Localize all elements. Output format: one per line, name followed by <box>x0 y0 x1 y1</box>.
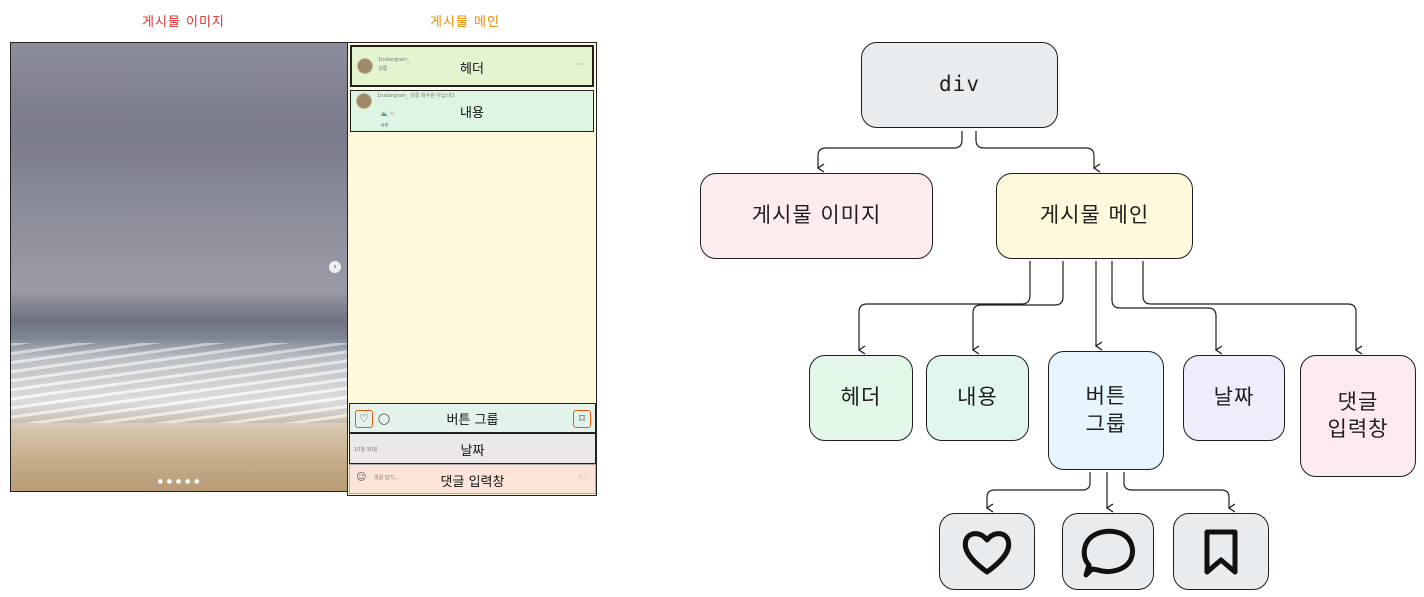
node-post-main: 게시물 메인 <box>996 173 1193 259</box>
edge-main-content <box>971 261 1064 355</box>
post-main-caption: 게시물 메인 <box>430 15 500 30</box>
node-header: 헤더 <box>809 355 913 441</box>
more-options-icon[interactable]: ··· <box>576 60 584 69</box>
bookmark-icon <box>1204 529 1238 574</box>
edge-main-header <box>857 261 1031 355</box>
post-content: 1nstargram_ 강릉 회수원 아닙니다 🏊 🐚 4주 내용 <box>350 90 594 132</box>
edge-buttons-heart <box>985 472 1091 513</box>
edge-root-image <box>816 131 963 173</box>
comment-input[interactable]: ☺ 댓글 달기... 댓글 입력창 게시 <box>349 464 596 494</box>
heart-icon <box>962 530 1012 574</box>
date-small: 10월 30일 <box>354 447 378 453</box>
avatar[interactable] <box>357 58 373 74</box>
post-date: 10월 30일 날짜 <box>349 433 596 464</box>
edge-buttons-bookmark <box>1123 472 1236 513</box>
comment-bubble-icon[interactable]: ◯ <box>377 412 391 425</box>
post-header: 1nstargram_ 강릉 헤더 ··· <box>350 45 594 87</box>
content-text: 1nstargram_ 강릉 회수원 아닙니다 <box>377 93 455 99</box>
edge-main-date <box>1111 261 1223 355</box>
node-date: 날짜 <box>1183 355 1285 441</box>
header-username[interactable]: 1nstargram_ <box>378 57 410 63</box>
comment-post-button[interactable]: 게시 <box>577 475 587 481</box>
next-image-button[interactable]: › <box>329 261 341 273</box>
bookmark-icon[interactable]: ⌑ <box>573 410 591 428</box>
node-heart <box>939 513 1035 590</box>
content-label: 내용 <box>460 106 484 121</box>
post-image: › ● ● ● ● ● <box>10 42 348 492</box>
edge-main-comment <box>1142 261 1363 355</box>
avatar[interactable] <box>356 93 372 109</box>
edge-root-main <box>975 131 1101 173</box>
comment-bubble-icon <box>1081 528 1136 577</box>
node-post-image: 게시물 이미지 <box>700 173 933 259</box>
sea-waves <box>11 343 347 423</box>
comment-placeholder: 댓글 달기... <box>374 475 399 481</box>
content-meta: 🏊 🐚 <box>381 111 396 117</box>
post-image-caption: 게시물 이미지 <box>142 15 225 30</box>
emoji-icon[interactable]: ☺ <box>356 472 367 483</box>
node-bookmark <box>1173 513 1269 590</box>
heart-icon[interactable]: ♡ <box>355 410 373 428</box>
node-comment-input: 댓글 입력창 <box>1300 355 1416 477</box>
image-pagination-dots: ● ● ● ● ● <box>157 478 201 485</box>
button-group: ♡ ◯ 버튼 그룹 ⌑ <box>349 403 596 433</box>
header-location[interactable]: 강릉 <box>378 66 388 72</box>
comment-label: 댓글 입력창 <box>440 475 505 490</box>
node-button-group: 버튼 그룹 <box>1048 351 1164 470</box>
button-group-label: 버튼 그룹 <box>446 413 499 428</box>
post-main: 1nstargram_ 강릉 헤더 ··· 1nstargram_ 강릉 회수원… <box>347 42 597 496</box>
content-time: 4주 <box>381 123 389 129</box>
node-comment-bubble <box>1062 513 1154 590</box>
node-content: 내용 <box>926 355 1029 441</box>
date-label: 날짜 <box>460 444 485 459</box>
header-label: 헤더 <box>460 62 484 77</box>
node-div: div <box>861 42 1058 128</box>
